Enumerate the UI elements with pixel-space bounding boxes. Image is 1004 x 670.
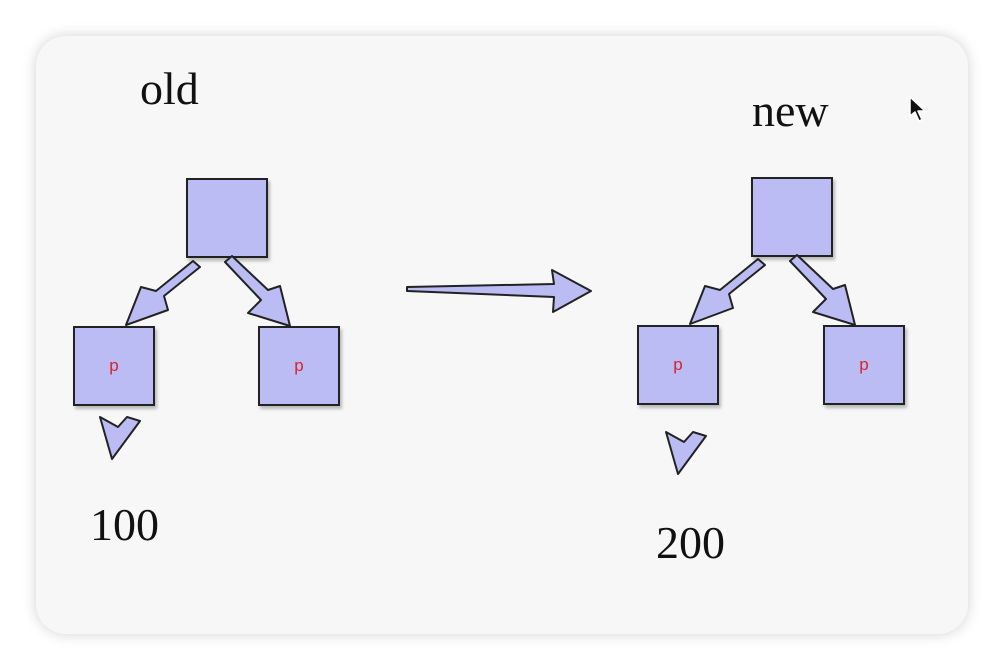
old-left-edge-arrow-icon	[125, 260, 201, 326]
new-title: new	[752, 85, 829, 136]
new-right-pointer-label: p	[859, 355, 869, 374]
cursor-icon	[909, 96, 926, 122]
old-value-pointer-arrow-icon	[99, 416, 141, 460]
new-left-pointer-label: p	[673, 355, 683, 374]
old-right-edge-arrow-icon	[224, 255, 291, 327]
new-value: 200	[656, 517, 725, 568]
old-left-pointer-label: p	[109, 356, 119, 375]
new-value-pointer-arrow-icon	[665, 431, 707, 475]
new-left-edge-arrow-icon	[689, 258, 766, 325]
old-left-child-node: p	[73, 326, 155, 406]
new-root-node	[751, 177, 833, 257]
new-left-child-node: p	[637, 325, 719, 405]
old-right-pointer-label: p	[294, 356, 304, 375]
new-right-child-node: p	[823, 325, 905, 405]
old-right-child-node: p	[258, 326, 340, 406]
old-title: old	[140, 63, 199, 114]
old-value: 100	[90, 499, 159, 550]
diagram-canvas	[36, 36, 968, 634]
old-root-node	[186, 178, 268, 258]
new-right-edge-arrow-icon	[789, 254, 856, 326]
transition-arrow-icon	[406, 269, 592, 313]
